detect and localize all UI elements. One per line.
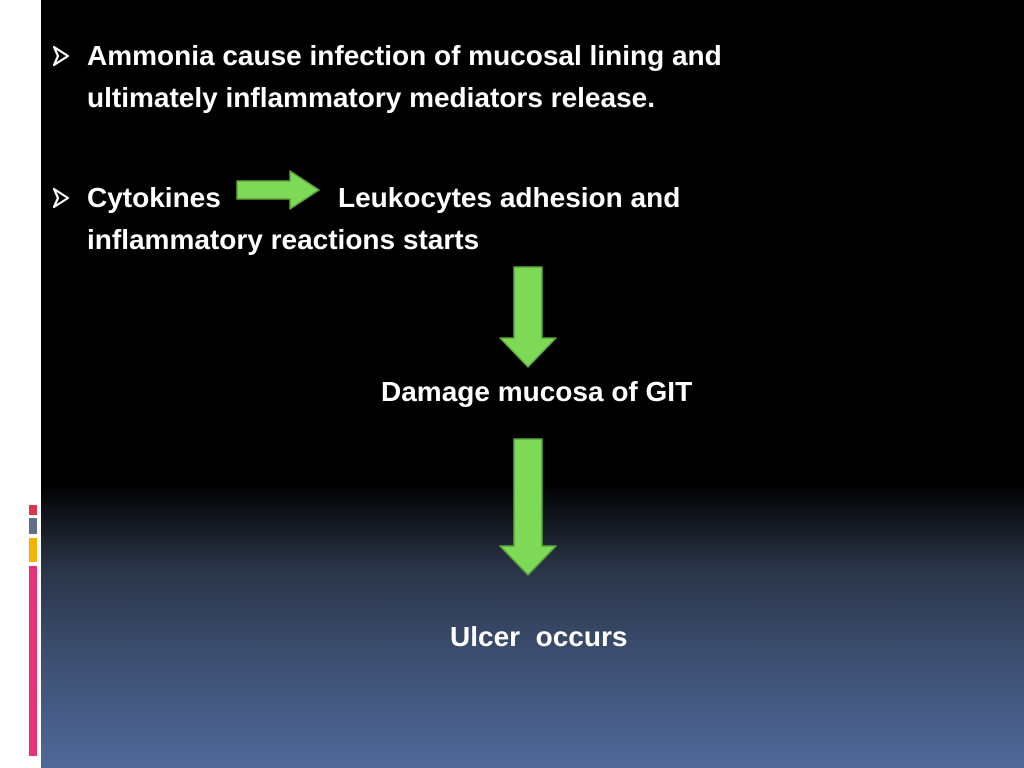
decoration-bar-yellow	[29, 538, 37, 562]
decoration-bar-slate	[29, 518, 37, 534]
decoration-bar-pink	[29, 566, 37, 756]
bullet-text-line: inflammatory reactions starts	[87, 224, 480, 255]
effect-label: Leukocytes adhesion and	[338, 182, 681, 213]
flow-step-ulcer: Ulcer occurs	[450, 621, 628, 652]
down-arrow-icon	[499, 438, 557, 576]
decoration-bar-red	[29, 505, 37, 515]
flow-step-damage: Damage mucosa of GIT	[381, 376, 693, 407]
arrowhead-bullet-icon	[52, 187, 70, 209]
bullet-text-line: ultimately inflammatory mediators releas…	[87, 82, 655, 113]
bullet-text-line: Ammonia cause infection of mucosal linin…	[87, 40, 722, 71]
cause-label: Cytokines	[87, 182, 221, 213]
arrowhead-bullet-icon	[52, 45, 70, 67]
down-arrow-icon	[499, 266, 557, 368]
right-arrow-icon	[236, 170, 320, 210]
